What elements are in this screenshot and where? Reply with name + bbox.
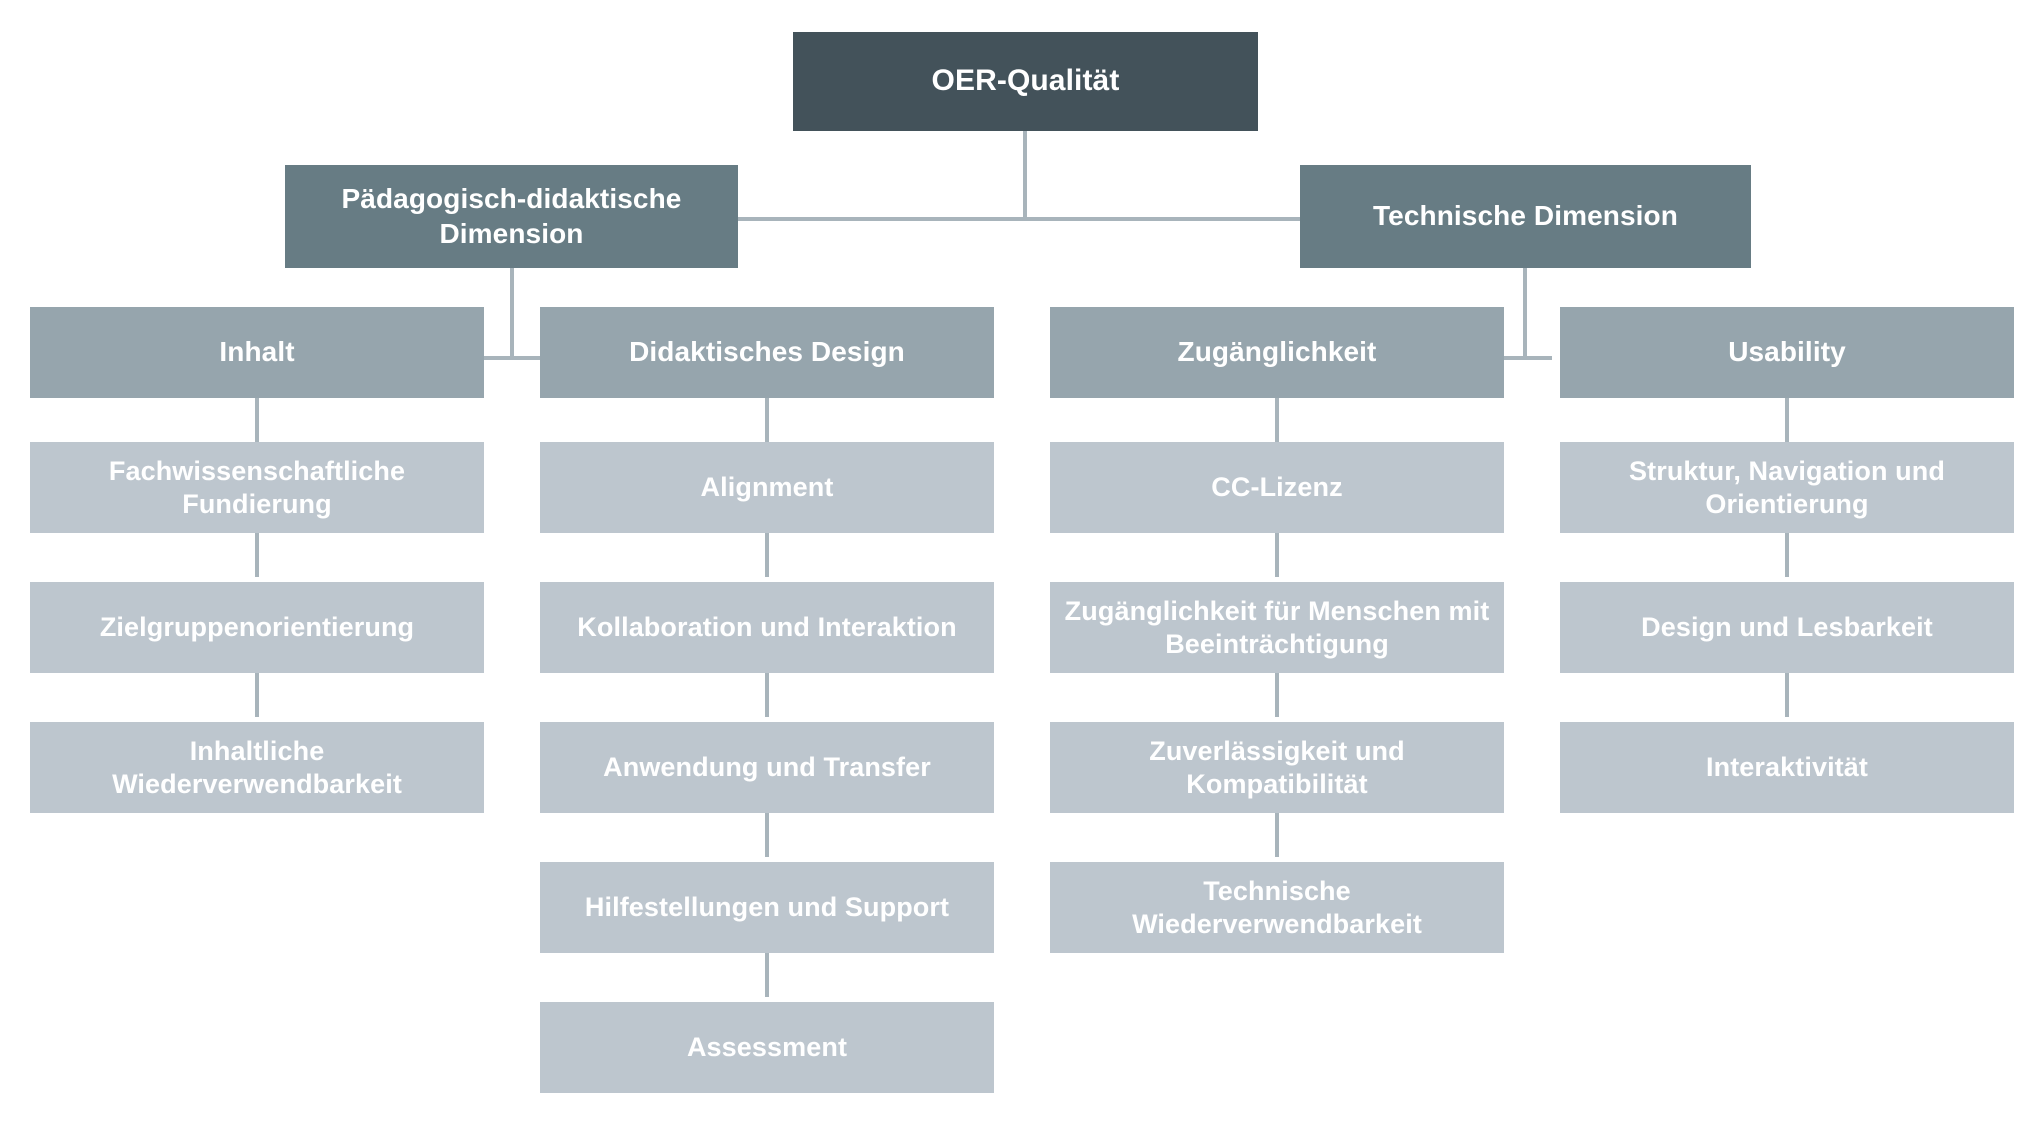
node-label: Inhaltliche Wiederverwendbarkeit (112, 735, 402, 799)
node-leaf-hilfestellungen-und-support[interactable]: Hilfestellungen und Support (540, 862, 994, 953)
node-label: Assessment (686, 1032, 848, 1063)
node-leaf-interaktivitaet[interactable]: Interaktivität (1560, 722, 2014, 813)
connector-dimension-bar (738, 217, 1300, 221)
node-label: Hilfestellungen und Support (584, 892, 950, 923)
connector-column-4-segment (1785, 398, 1789, 442)
node-leaf-design-und-lesbarkeit[interactable]: Design und Lesbarkeit (1560, 582, 2014, 673)
node-label: Kollaboration und Interaktion (577, 612, 957, 643)
connector-column-4-segment (1785, 673, 1789, 717)
node-leaf-technische-wiederverwendbarkeit[interactable]: Technische Wiederverwendbarkeit (1050, 862, 1504, 953)
node-leaf-assessment[interactable]: Assessment (540, 1002, 994, 1093)
connector-column-3-segment (1275, 813, 1279, 857)
node-label: Zugänglichkeit für Menschen mit Beeinträ… (1064, 595, 1490, 659)
node-leaf-zielgruppenorientierung[interactable]: Zielgruppenorientierung (30, 582, 484, 673)
node-label: Design und Lesbarkeit (1641, 612, 1933, 643)
connector-column-2-segment (765, 813, 769, 857)
node-leaf-zuverlaessigkeit-und-kompatibilitaet[interactable]: Zuverlässigkeit und Kompatibilität (1050, 722, 1504, 813)
connector-column-3-segment (1275, 398, 1279, 442)
node-category-didaktisches-design[interactable]: Didaktisches Design (540, 307, 994, 398)
node-category-usability[interactable]: Usability (1560, 307, 2014, 398)
node-label: Zuverlässigkeit und Kompatibilität (1149, 735, 1405, 799)
node-label: Didaktisches Design (629, 336, 905, 368)
node-leaf-alignment[interactable]: Alignment (540, 442, 994, 533)
node-label: Zielgruppenorientierung (99, 612, 415, 643)
node-leaf-kollaboration-und-interaktion[interactable]: Kollaboration und Interaktion (540, 582, 994, 673)
node-label: Usability (1728, 336, 1846, 368)
node-label: Technische Wiederverwendbarkeit (1132, 875, 1422, 939)
node-category-zugaenglichkeit[interactable]: Zugänglichkeit (1050, 307, 1504, 398)
node-leaf-zugaenglichkeit-fuer-menschen-mit-beeintraechtigung[interactable]: Zugänglichkeit für Menschen mit Beeinträ… (1050, 582, 1504, 673)
node-leaf-fachwissenschaftliche-fundierung[interactable]: Fachwissenschaftliche Fundierung (30, 442, 484, 533)
node-dimension-pedagogical[interactable]: Pädagogisch-didaktische Dimension (285, 165, 738, 268)
connector-column-2-segment (765, 673, 769, 717)
node-label: Technische Dimension (1373, 200, 1678, 232)
node-leaf-anwendung-und-transfer[interactable]: Anwendung und Transfer (540, 722, 994, 813)
connector-technical-category-bar (1494, 356, 1552, 360)
connector-pedagogical-stem (510, 268, 514, 360)
connector-pedagogical-category-bar (484, 356, 542, 360)
connector-column-2-segment (765, 953, 769, 997)
node-leaf-struktur-navigation-und-orientierung[interactable]: Struktur, Navigation und Orientierung (1560, 442, 2014, 533)
node-dimension-technical[interactable]: Technische Dimension (1300, 165, 1751, 268)
connector-column-2-segment (765, 398, 769, 442)
node-root-oer-qualitaet[interactable]: OER-Qualität (793, 32, 1258, 131)
node-leaf-inhaltliche-wiederverwendbarkeit[interactable]: Inhaltliche Wiederverwendbarkeit (30, 722, 484, 813)
node-label: Inhalt (219, 336, 295, 368)
connector-technical-stem (1523, 268, 1527, 360)
node-label: Zugänglichkeit (1177, 336, 1377, 368)
connector-column-2-segment (765, 533, 769, 577)
node-label: CC-Lizenz (1211, 472, 1343, 503)
node-label: Interaktivität (1706, 752, 1868, 783)
connector-column-1-segment (255, 533, 259, 577)
node-category-inhalt[interactable]: Inhalt (30, 307, 484, 398)
node-label: Anwendung und Transfer (603, 752, 931, 783)
connector-column-1-segment (255, 673, 259, 717)
node-leaf-cc-lizenz[interactable]: CC-Lizenz (1050, 442, 1504, 533)
connector-column-4-segment (1785, 533, 1789, 577)
connector-root-stem (1023, 131, 1027, 221)
node-label: OER-Qualität (931, 64, 1120, 98)
connector-column-1-segment (255, 398, 259, 442)
node-label: Pädagogisch-didaktische Dimension (341, 183, 682, 249)
node-label: Fachwissenschaftliche Fundierung (108, 455, 406, 519)
connector-column-3-segment (1275, 673, 1279, 717)
connector-column-3-segment (1275, 533, 1279, 577)
node-label: Struktur, Navigation und Orientierung (1629, 455, 1945, 519)
node-label: Alignment (700, 472, 834, 503)
